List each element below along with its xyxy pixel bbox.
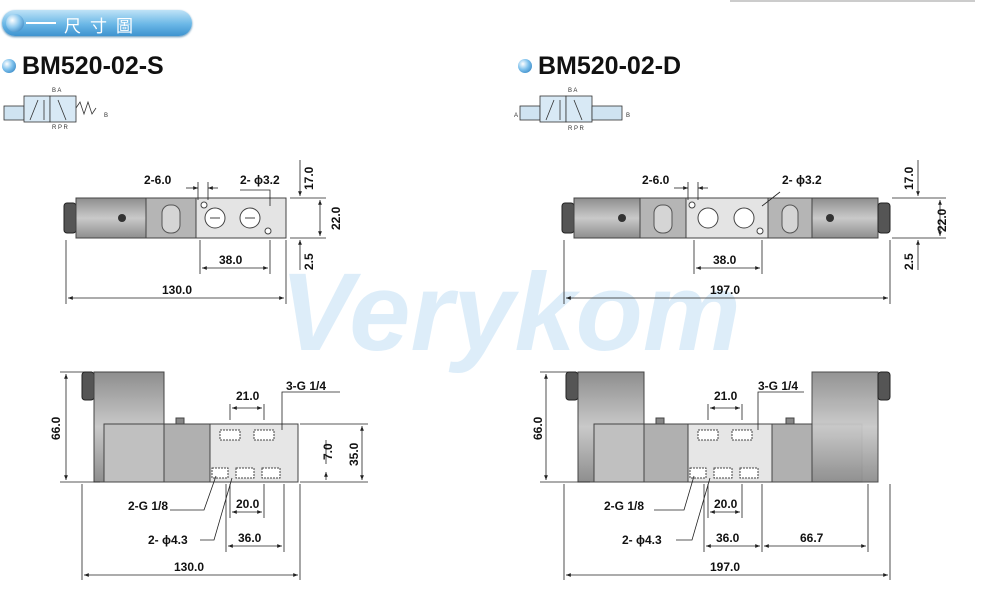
dim-label: 130.0 <box>162 283 192 297</box>
dim-label: 20.0 <box>236 497 260 511</box>
dim-label: 21.0 <box>714 389 738 403</box>
symbol-end-port-a: A <box>514 113 518 119</box>
top-view-right-labels: 2-6.0 2- ϕ3.2 38.0 197.0 17.0 22.0 2.5 <box>642 166 949 297</box>
dim-label: 2.5 <box>302 253 316 270</box>
dim-label: 2-G 1/8 <box>128 499 168 513</box>
top-view-right <box>561 197 891 239</box>
side-view-left-labels: 66.0 21.0 3-G 1/4 2-G 1/8 20.0 2- ϕ4.3 3… <box>49 379 361 574</box>
bullet-icon <box>2 59 16 73</box>
top-rule <box>730 0 975 2</box>
dim-label: 2- ϕ4.3 <box>148 533 188 547</box>
dim-label: 17.0 <box>302 166 316 190</box>
dim-label: 2- ϕ3.2 <box>782 173 822 187</box>
tab-line <box>26 22 56 24</box>
tab-bullet-icon <box>6 14 24 32</box>
model-name: BM520-02-S <box>22 51 164 80</box>
symbol-end-port: B <box>104 113 108 119</box>
side-view-left-dims <box>60 371 368 580</box>
side-view-left <box>81 371 299 483</box>
model-title-right: BM520-02-D <box>518 52 681 80</box>
dim-label: 2-6.0 <box>144 173 172 187</box>
dim-label: 17.0 <box>902 166 916 190</box>
side-view-right-dims <box>540 371 891 580</box>
symbol-ports-bottom: R P R <box>568 126 585 132</box>
top-view-right-dims <box>563 160 946 304</box>
dim-label: 3-G 1/4 <box>758 379 798 393</box>
dim-label: 22.0 <box>935 208 949 232</box>
valve-symbol-left: B A R P R B <box>3 88 108 131</box>
dim-label: 197.0 <box>710 560 740 574</box>
valve-symbol-right: B A R P R A B <box>514 88 630 132</box>
dim-label: 2-6.0 <box>642 173 670 187</box>
top-view-left <box>63 197 287 239</box>
symbol-ports-top: B A <box>52 88 61 94</box>
dim-label: 21.0 <box>236 389 260 403</box>
symbol-ports-bottom: R P R <box>52 125 69 131</box>
side-view-right <box>565 371 891 483</box>
dim-label: 197.0 <box>710 283 740 297</box>
dim-label: 2- ϕ3.2 <box>240 173 280 187</box>
symbol-end-port-b: B <box>626 113 630 119</box>
dim-label: 38.0 <box>713 253 737 267</box>
symbol-ports-top: B A <box>568 88 577 94</box>
dim-label: 130.0 <box>174 560 204 574</box>
dim-label: 66.0 <box>49 416 63 440</box>
dim-label: 35.0 <box>347 442 361 466</box>
tab-label: 尺寸圖 <box>64 17 142 37</box>
dim-label: 20.0 <box>714 497 738 511</box>
dim-label: 7.0 <box>321 443 335 460</box>
bullet-icon <box>518 59 532 73</box>
dim-label: 36.0 <box>238 531 262 545</box>
dim-label: 36.0 <box>716 531 740 545</box>
top-view-left-labels: 2-6.0 2- ϕ3.2 38.0 130.0 17.0 22.0 2.5 <box>144 166 343 297</box>
dim-label: 66.0 <box>531 416 545 440</box>
dim-label: 2- ϕ4.3 <box>622 533 662 547</box>
dim-label: 38.0 <box>219 253 243 267</box>
dimension-tab: 尺寸圖 <box>2 10 192 37</box>
dim-label: 2-G 1/8 <box>604 499 644 513</box>
dim-label: 22.0 <box>329 206 343 230</box>
model-title-left: BM520-02-S <box>2 52 164 80</box>
watermark: Verykom <box>280 251 741 374</box>
top-view-left-dims <box>65 160 326 304</box>
dim-label: 2.5 <box>902 253 916 270</box>
dim-label: 66.7 <box>800 531 824 545</box>
side-view-right-labels: 66.0 21.0 3-G 1/4 2-G 1/8 20.0 2- ϕ4.3 3… <box>531 379 824 574</box>
dim-label: 3-G 1/4 <box>286 379 326 393</box>
model-name: BM520-02-D <box>538 51 682 80</box>
